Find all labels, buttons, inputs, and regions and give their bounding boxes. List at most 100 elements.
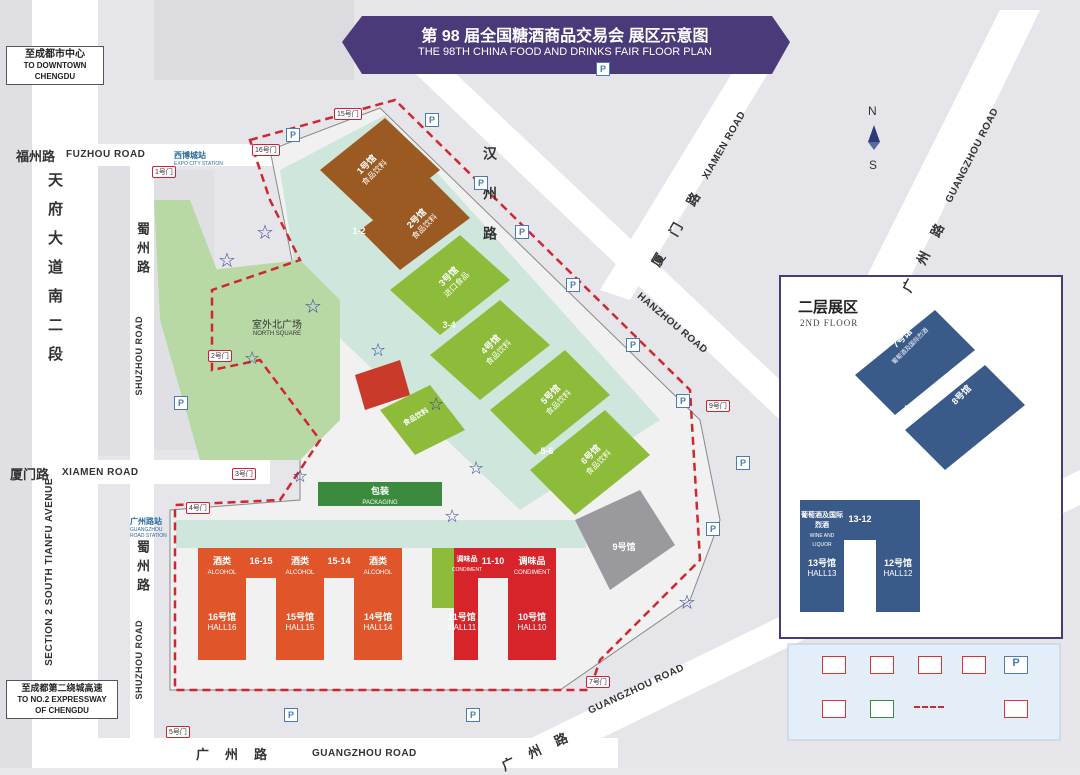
star-icon: ☆ [468,458,485,478]
block [154,0,354,80]
gate-16: 16号门 [252,144,280,156]
hall-11-cn: 11号馆 [448,612,476,622]
park-north-square [210,260,340,460]
parking-icon: P [626,338,640,352]
parking-icon: P [174,396,188,410]
hall-14 [354,548,402,660]
compass-arrow [868,125,880,142]
hall-food-small [380,385,465,455]
legend-fire-icon [822,700,846,718]
title-cn: 第 98 届全国糖酒商品交易会 展区示意图 [421,28,709,45]
hall-13-12-num: 13-12 [848,514,872,524]
compass-s: S [869,158,878,172]
station-guangzhou: 广州路站 GUANGZHOU ROAD STATION [130,516,170,539]
hall-14-en: HALL14 [363,623,393,632]
hall-9-num: 9号馆 [612,542,636,552]
hall-4 [430,300,550,400]
hall-15-cat: 酒类 ALCOHOL [276,554,324,576]
gate-9: 9号门 [706,400,730,412]
hall-1 [320,118,440,222]
hall-16-cn: 16号馆 [207,612,236,622]
second-floor-title-cn: 二层展区 [798,299,859,316]
hall-10-cat-en: CONDIMENT [513,570,551,576]
legend-stairs-icon [962,656,986,674]
hall-packaging-en: PACKAGING [362,500,398,506]
station-guangzhou-cn: 广州路站 [130,517,162,526]
title-banner [342,16,790,74]
star-icon: ☆ [292,466,309,486]
north-square-en: NORTH SQUARE [252,331,302,337]
sign-to-expressway: 至成都第二绕城高速 TO NO.2 EXPRESSWAY OF CHENGDU [6,680,118,719]
hall-7 [855,310,975,415]
parking-icon: P [466,708,480,722]
hall-3 [390,235,510,335]
sign-to-downtown: 至成都市中心 TO DOWNTOWN CHENGDU [6,46,104,85]
road-fuzhou [0,144,300,166]
hall-packaging-label: 包装 PACKAGING [318,484,442,506]
star-icon: ☆ [678,592,696,614]
hall-7-8-label: 7-8 [896,404,926,414]
hall-3-4-num: 3-4 [442,320,456,330]
road-guangzhou-diag2 [840,10,1040,340]
star-icon: ☆ [444,506,461,526]
north-square-label: 室外北广场 NORTH SQUARE [252,316,302,337]
second-floor-title-en: 2ND FLOOR [800,318,859,328]
parking-icon: P [474,176,488,190]
station-expo-cn: 西博城站 [174,151,206,160]
hall-packaging [318,482,442,506]
hall-13-cat-en: WINE AND LIQUOR [809,533,835,548]
hall-10 [508,548,556,660]
hall-11-cat-cn: 调味品 [456,556,478,563]
gate-7: 7号门 [586,676,610,688]
gate-2: 2号门 [208,350,232,362]
road-hanzhou [380,40,780,420]
sign-expressway-en: TO NO.2 EXPRESSWAY OF CHENGDU [17,695,107,715]
hall-15-en: HALL15 [285,623,315,632]
compass-n: N [868,104,877,118]
compass-arrow-down [868,142,880,150]
north-square-cn: 室外北广场 [252,320,302,331]
block [98,166,130,456]
hall-1-2-num: 1-2 [352,226,366,236]
road-xiamen-cn: 厦门路 [10,467,50,482]
star-icon: ☆ [256,222,274,244]
sign-expressway-cn: 至成都第二绕城高速 [21,683,103,693]
road-shuzhou2-cn: 蜀州路 [135,540,150,597]
park-west [154,200,240,460]
parking-icon: P [706,522,720,536]
road-tianfu-cn: 天府大道南二段 [46,172,63,375]
road-shuzhou [130,160,154,768]
hall-11-en: HALL11 [447,623,477,632]
hall-15-cat-cn: 酒类 [290,556,309,566]
sign-downtown-cn: 至成都市中心 [25,49,85,60]
parking-icon: P [284,708,298,722]
hall-10-cn: 10号馆 [517,612,546,622]
hall-16-cat-cn: 酒类 [212,556,231,566]
star-icon: ☆ [304,296,322,318]
hall-6 [530,410,650,515]
road-guangzhou3-cn: 广州路 [196,747,284,762]
hall-import-small [355,360,410,410]
parking-icon: P [676,394,690,408]
road-guangzhou3-en: GUANGZHOU ROAD [312,748,417,759]
road-xiamen-diag [600,60,770,300]
hall-7-8-num: 7-8 [904,404,918,414]
hall-15-14 [324,548,354,578]
block [0,0,32,768]
hall-15-cat-en: ALCOHOL [285,570,315,576]
hall-16-15-label: 16-15 [246,556,276,566]
hall-14-cat-en: ALCOHOL [363,570,393,576]
hall-16-cat-en: ALCOHOL [207,570,237,576]
hall-14-cat-cn: 酒类 [368,556,387,566]
legend-exit-icon [918,656,942,674]
gate-15: 15号门 [334,108,362,120]
star-icon: ☆ [244,348,261,368]
hall-15-14-cn: 15-14 [327,556,351,566]
gate-5: 5号门 [166,726,190,738]
hall-1-2-label: 1-2 [344,226,374,236]
hall-13 [800,500,844,612]
legend-bus-icon [870,656,894,674]
hall-11-10-cn: 11-10 [481,556,505,566]
legend-logo-icon [958,700,980,716]
